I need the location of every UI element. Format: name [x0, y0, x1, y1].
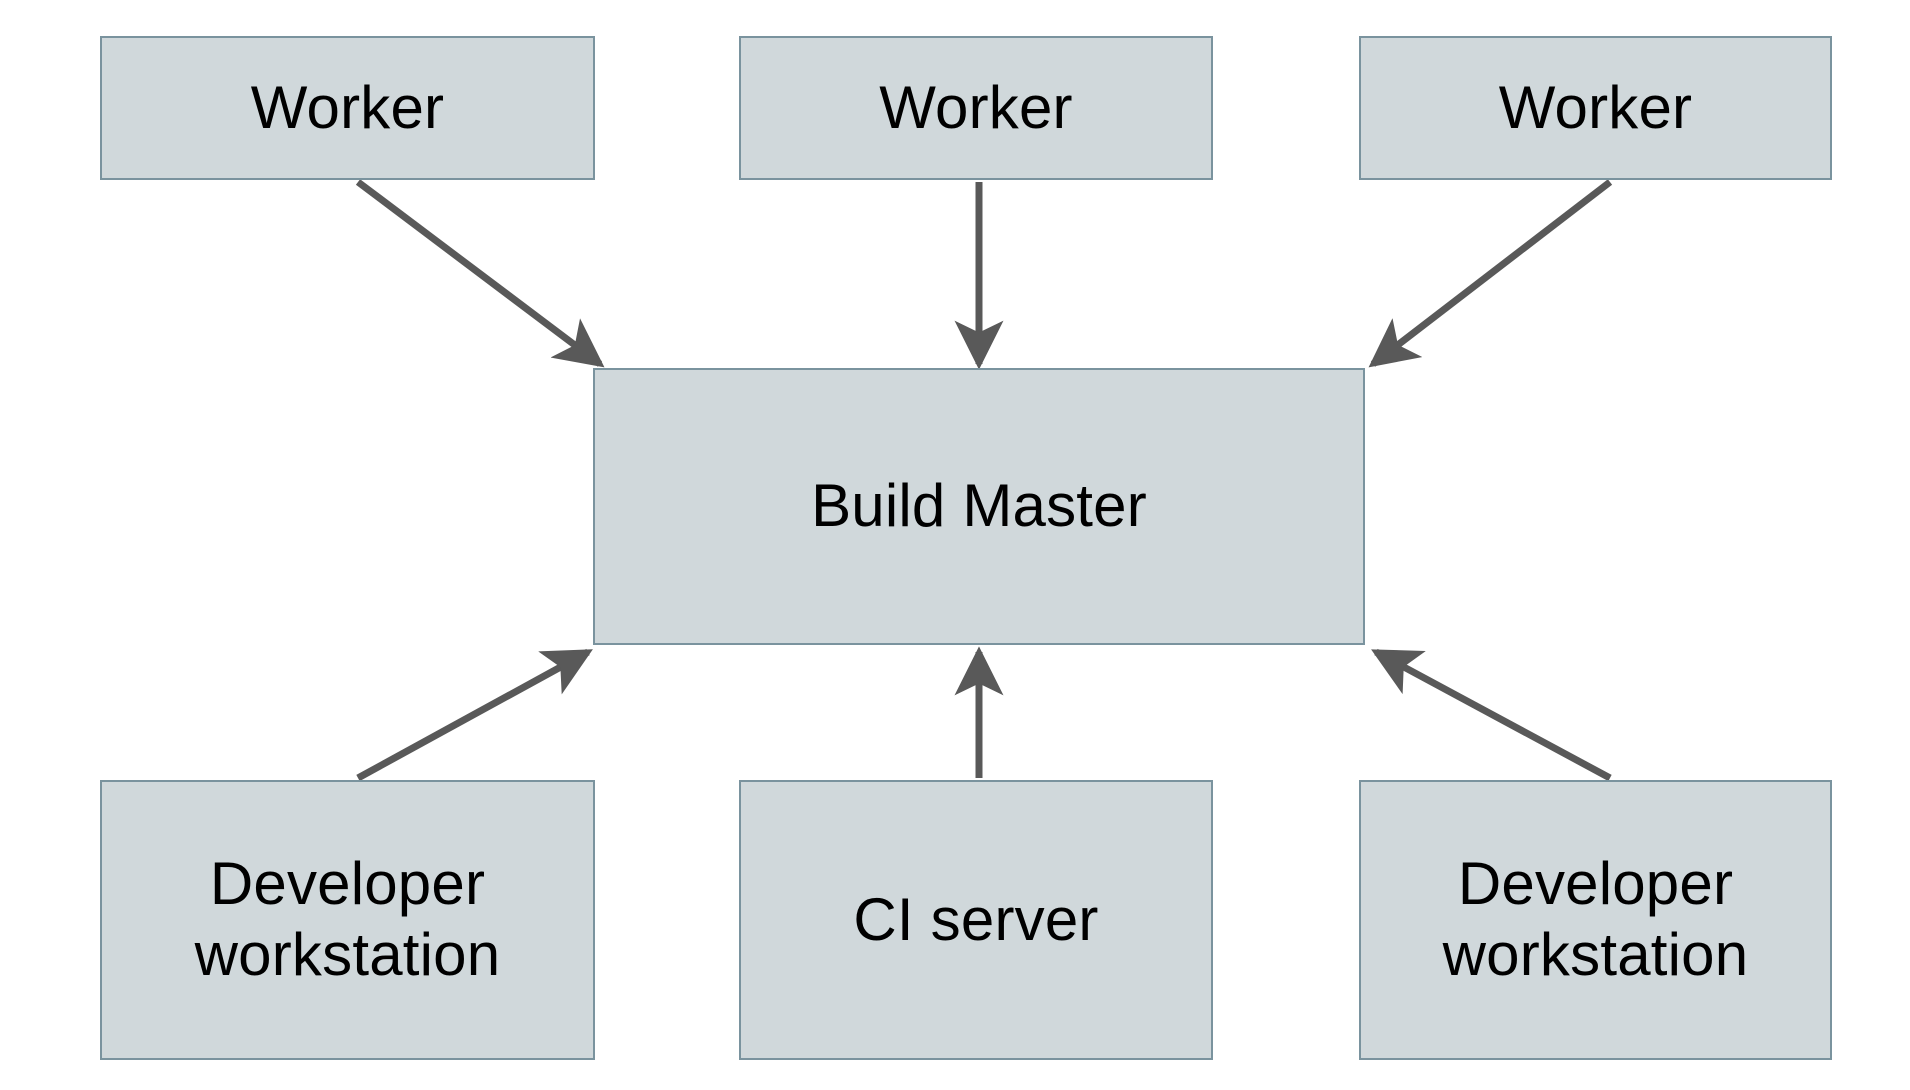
node-developer-workstation-left[interactable]: Developer workstation [100, 780, 595, 1060]
node-label: Build Master [811, 472, 1147, 540]
node-label: Worker [879, 73, 1073, 141]
edge-worker1-to-master [355, 179, 605, 368]
node-build-master[interactable]: Build Master [593, 368, 1365, 645]
node-label: Worker [250, 73, 445, 141]
node-label: Developer workstation [1442, 850, 1749, 988]
node-worker-2[interactable]: Worker [739, 36, 1213, 180]
node-worker-3[interactable]: Worker [1359, 36, 1832, 180]
node-label: CI server [853, 885, 1099, 953]
edge-worker3-to-master [1368, 179, 1613, 368]
node-ci-server[interactable]: CI server [739, 780, 1213, 1060]
node-label: Worker [1498, 73, 1693, 141]
edge-devright-to-master [1371, 648, 1612, 782]
node-developer-workstation-right[interactable]: Developer workstation [1359, 780, 1832, 1060]
node-worker-1[interactable]: Worker [100, 36, 595, 180]
node-label: Developer workstation [194, 850, 501, 988]
edge-devleft-to-master [356, 648, 593, 782]
